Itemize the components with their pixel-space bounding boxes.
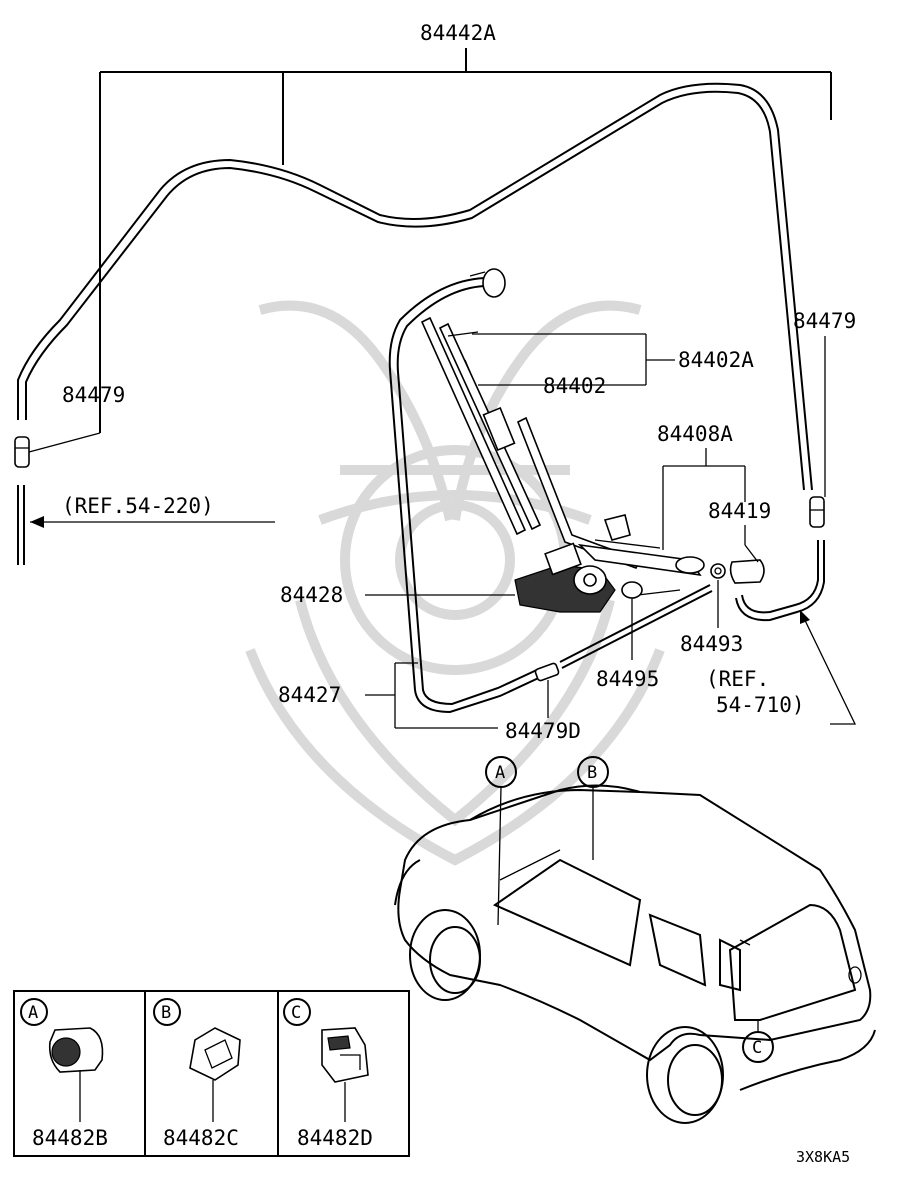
detail-A-letter: A [28,1003,38,1023]
ref-54-710-leader [799,609,857,725]
label-84402: 84402 [543,374,606,398]
label-84479D: 84479D [505,719,581,743]
label-ref-54-710-line1: (REF. [706,667,769,691]
bracket-84427 [365,662,498,729]
label-84427: 84427 [278,683,341,707]
bracket-84408A [662,448,746,550]
wiper-arm [516,416,705,577]
label-ref-54-220: (REF.54-220) [62,494,214,518]
detail-B-letter: B [161,1003,171,1023]
detail-B-part: 84482C [163,1126,239,1150]
detail-B [153,998,241,1122]
wiper-motor-84428 [514,514,681,613]
callout-B-label: B [587,763,597,783]
label-84479-right: 84479 [793,309,856,333]
label-84419: 84419 [708,499,771,523]
bracket-84442A [99,48,832,433]
right-hose-connector [735,336,826,622]
detail-boxes [13,990,410,1157]
label-84493: 84493 [680,632,743,656]
label-ref-54-710-line2: 54-710) [716,693,805,717]
grommet-84495 [621,581,643,660]
label-84428: 84428 [280,583,343,607]
detail-C-part: 84482D [297,1126,373,1150]
detail-C-letter: C [291,1003,301,1023]
callout-A-label: A [495,763,505,783]
hose-84427 [388,268,546,714]
callout-A [485,756,517,926]
bracket-84402A [472,333,675,386]
label-84408A: 84408A [657,422,733,446]
label-84495: 84495 [596,667,659,691]
label-84442A: 84442A [420,21,496,45]
left-hose-connector [14,432,275,565]
washer-hose-84442A [17,82,813,491]
vehicle-outline [394,784,876,1124]
detail-C [283,998,369,1122]
label-84402A: 84402A [678,348,754,372]
detail-A [20,998,104,1122]
callout-B [577,756,609,860]
cap-84419 [729,525,765,584]
nut-84493 [710,563,726,628]
connector-84479D [534,584,713,718]
callout-C [742,1020,774,1063]
wiper-blade-84402 [420,316,542,536]
label-84479-left: 84479 [62,383,125,407]
figure-code: 3X8KA5 [796,1148,850,1166]
callout-C-label: C [752,1038,762,1058]
detail-A-part: 84482B [32,1126,108,1150]
